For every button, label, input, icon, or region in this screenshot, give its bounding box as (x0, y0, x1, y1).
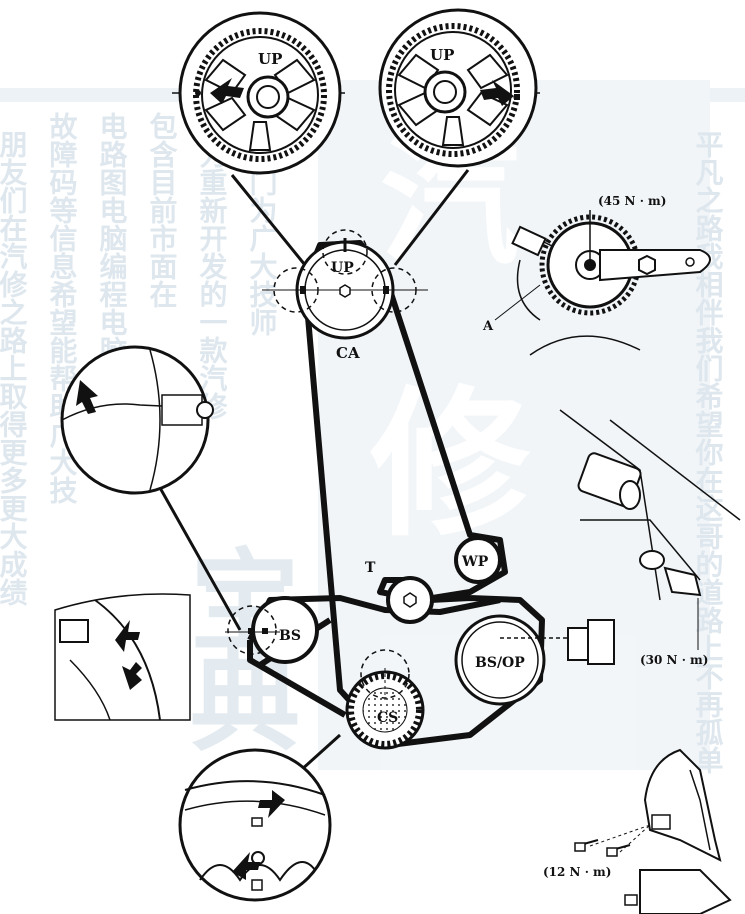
tensioner-pulley: T (365, 560, 434, 624)
crank-detail-magnifier (60, 345, 242, 631)
bolt-torque-label: (30 N · m) (640, 653, 708, 667)
arrow-icon (115, 620, 140, 652)
crankshaft-pulley: CS (345, 649, 425, 750)
watermark-column: 平凡之路我相伴我们希望你在这哥的道路上不再孤单 (692, 130, 725, 774)
part-a-label: A (482, 319, 494, 334)
crank-mark-magnifier (178, 733, 342, 902)
balancer-oil-pump-pulley: BS/OP (454, 614, 615, 706)
tensioner-detail: (45 N · m) A (482, 194, 711, 356)
camshaft-pulley: UP CA (262, 229, 428, 362)
arrow-icon (122, 662, 142, 690)
tensioner-bolt-detail: (30 N · m) (559, 409, 741, 667)
watermark-column: 朋友们在汽修之路上取得更多更大成绩 (0, 130, 29, 607)
camshaft-label: CA (336, 344, 360, 362)
cam-pulley-detail-left: UP (172, 11, 345, 266)
cam-pulley-detail-right: UP (378, 8, 540, 266)
crankshaft-label: CS (377, 710, 398, 726)
watermark: 汽 修 宝 典 朋友们在汽修之路上取得更多更大成绩 故障码等信息希望能帮助广大技… (0, 80, 745, 774)
bs-label: BS (279, 628, 301, 644)
balancer-shaft-pulley: BS (225, 596, 319, 664)
cam-up-mark: UP (331, 260, 354, 276)
water-pump-pulley: WP (454, 536, 502, 584)
arrow-icon (76, 380, 98, 414)
arrow-icon (258, 790, 285, 818)
tensioner-torque-label: (45 N · m) (598, 194, 666, 208)
bs-op-label: BS/OP (475, 655, 525, 671)
up-mark-label: UP (430, 46, 454, 64)
arrow-icon (210, 78, 244, 104)
watermark-char: 修 (370, 371, 531, 558)
arrow-icon (480, 80, 514, 106)
water-pump-label: WP (461, 554, 489, 570)
cover-torque-label: (12 N · m) (543, 865, 611, 879)
tensioner-label: T (365, 560, 376, 576)
arrow-icon (232, 852, 260, 880)
watermark-column: 包含目前市面在 (146, 112, 179, 308)
timing-cover-detail: (12 N · m) (543, 748, 732, 914)
balancer-side-detail (54, 593, 191, 721)
up-mark-label: UP (258, 50, 282, 68)
